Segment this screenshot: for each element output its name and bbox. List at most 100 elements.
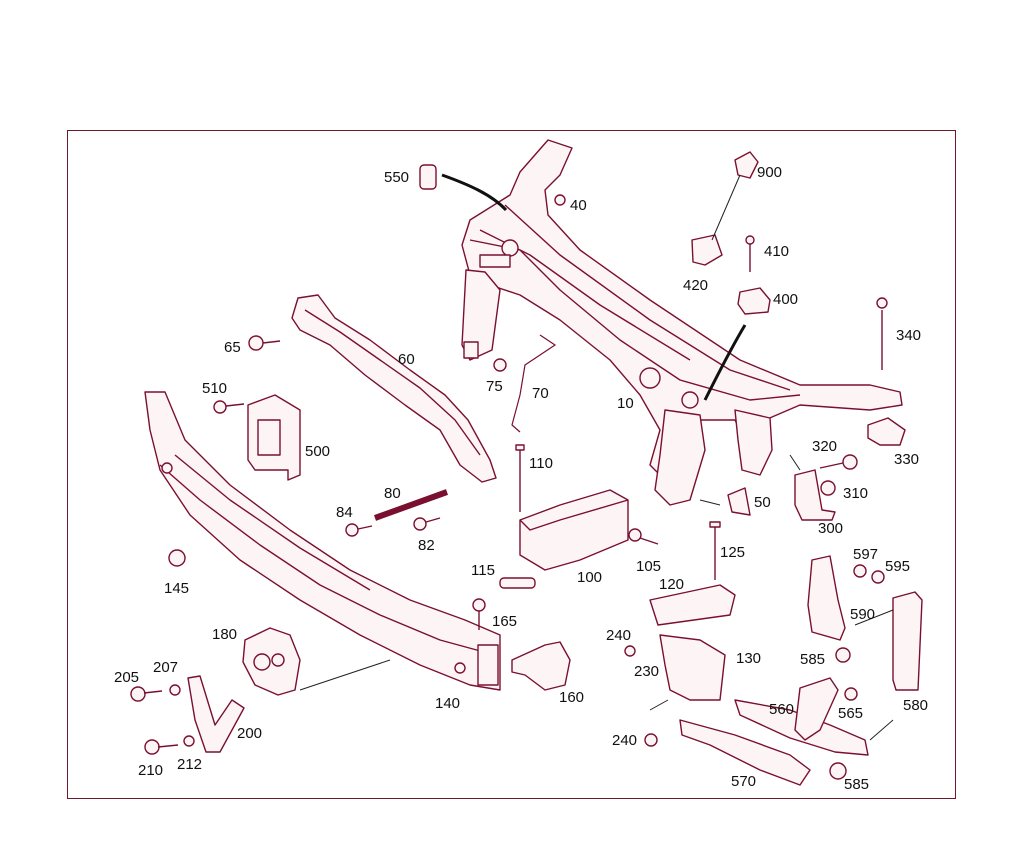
callout-230: 230 bbox=[634, 663, 660, 680]
callout-160: 160 bbox=[559, 689, 585, 706]
callout-570: 570 bbox=[731, 773, 757, 790]
callout-115: 115 bbox=[471, 562, 495, 579]
fastener-65 bbox=[248, 335, 281, 351]
callout-75: 75 bbox=[486, 378, 503, 395]
callout-597: 597 bbox=[853, 546, 879, 563]
fastener-40 bbox=[554, 194, 566, 206]
callout-80: 80 bbox=[384, 485, 401, 502]
plate-180 bbox=[242, 627, 301, 696]
callout-585-upper: 585 bbox=[800, 651, 826, 668]
fastener-585a bbox=[835, 647, 851, 663]
fastener-145 bbox=[168, 549, 186, 567]
callout-212: 212 bbox=[177, 756, 203, 773]
callout-125: 125 bbox=[720, 544, 746, 561]
fastener-585b bbox=[829, 762, 847, 780]
diagram-frame bbox=[67, 130, 956, 799]
rod-70 bbox=[511, 334, 557, 433]
fastener-165 bbox=[472, 598, 486, 630]
callout-140: 140 bbox=[435, 695, 461, 712]
part-900 bbox=[734, 151, 759, 179]
callout-210: 210 bbox=[138, 762, 164, 779]
callout-10: 10 bbox=[617, 395, 634, 412]
clip-400 bbox=[737, 287, 771, 315]
crossmember-60 bbox=[291, 294, 497, 483]
callout-180: 180 bbox=[212, 626, 238, 643]
callout-145: 145 bbox=[164, 580, 190, 597]
callout-900: 900 bbox=[757, 164, 783, 181]
callout-110: 110 bbox=[529, 455, 553, 472]
fastener-240a bbox=[624, 645, 636, 657]
fastener-320 bbox=[819, 454, 858, 470]
bracket-500 bbox=[247, 394, 301, 481]
bracket-100 bbox=[519, 489, 629, 571]
callout-320: 320 bbox=[812, 438, 838, 455]
callout-120: 120 bbox=[659, 576, 685, 593]
bumper-beam-140 bbox=[144, 391, 501, 691]
callout-300: 300 bbox=[818, 520, 844, 537]
callout-420: 420 bbox=[683, 277, 709, 294]
callout-310: 310 bbox=[843, 485, 869, 502]
callout-580: 580 bbox=[903, 697, 929, 714]
fastener-210 bbox=[144, 739, 179, 755]
bracket-120 bbox=[649, 584, 736, 626]
bolt-110 bbox=[515, 444, 525, 512]
callout-165: 165 bbox=[492, 613, 518, 630]
callout-82: 82 bbox=[418, 537, 435, 554]
fastener-310 bbox=[820, 480, 836, 496]
callout-500: 500 bbox=[305, 443, 331, 460]
carrier-left-leg bbox=[461, 269, 501, 361]
callout-400: 400 bbox=[773, 291, 799, 308]
fastener-240b bbox=[644, 733, 658, 747]
fastener-75 bbox=[493, 358, 507, 372]
fastener-595 bbox=[871, 570, 885, 584]
pin-80 bbox=[373, 489, 449, 521]
bolt-125 bbox=[709, 521, 721, 580]
bracket-570 bbox=[679, 719, 811, 786]
washer-597 bbox=[853, 564, 867, 578]
callout-590: 590 bbox=[850, 606, 876, 623]
callout-50: 50 bbox=[754, 494, 771, 511]
bracket-590 bbox=[807, 555, 846, 641]
washer-207 bbox=[169, 684, 181, 696]
callout-207: 207 bbox=[153, 659, 179, 676]
bolt-410 bbox=[745, 235, 755, 272]
clip-420 bbox=[691, 234, 723, 266]
clip-115 bbox=[499, 577, 536, 589]
callout-585-lower: 585 bbox=[844, 776, 870, 793]
callout-100: 100 bbox=[577, 569, 603, 586]
callout-340: 340 bbox=[896, 327, 922, 344]
callout-105: 105 bbox=[636, 558, 662, 575]
callout-200: 200 bbox=[237, 725, 263, 742]
callout-410: 410 bbox=[764, 243, 790, 260]
fastener-550 bbox=[419, 164, 437, 190]
fastener-84 bbox=[345, 523, 373, 537]
part-330 bbox=[867, 417, 906, 446]
bracket-560-upper bbox=[794, 677, 839, 741]
callout-595: 595 bbox=[885, 558, 911, 575]
fastener-205 bbox=[130, 686, 163, 702]
fastener-510 bbox=[213, 400, 245, 414]
callout-205: 205 bbox=[114, 669, 140, 686]
callout-240-upper: 240 bbox=[606, 627, 632, 644]
callout-510: 510 bbox=[202, 380, 228, 397]
callout-330: 330 bbox=[894, 451, 920, 468]
bracket-160 bbox=[511, 641, 571, 691]
callout-65: 65 bbox=[224, 339, 241, 356]
front-carrier-10 bbox=[461, 139, 903, 476]
fastener-50 bbox=[727, 487, 751, 516]
bolt-340 bbox=[876, 297, 888, 370]
bracket-580 bbox=[892, 591, 923, 691]
washer-212 bbox=[183, 735, 195, 747]
callout-130: 130 bbox=[736, 650, 762, 667]
bracket-200 bbox=[187, 675, 245, 753]
callout-70: 70 bbox=[532, 385, 549, 402]
callout-240-lower: 240 bbox=[612, 732, 638, 749]
callout-560: 560 bbox=[769, 701, 795, 718]
fastener-565 bbox=[844, 687, 858, 701]
callout-565: 565 bbox=[838, 705, 864, 722]
carrier-right-leg bbox=[654, 409, 773, 506]
fastener-105 bbox=[628, 528, 659, 545]
callout-550: 550 bbox=[384, 169, 410, 186]
callout-40: 40 bbox=[570, 197, 587, 214]
